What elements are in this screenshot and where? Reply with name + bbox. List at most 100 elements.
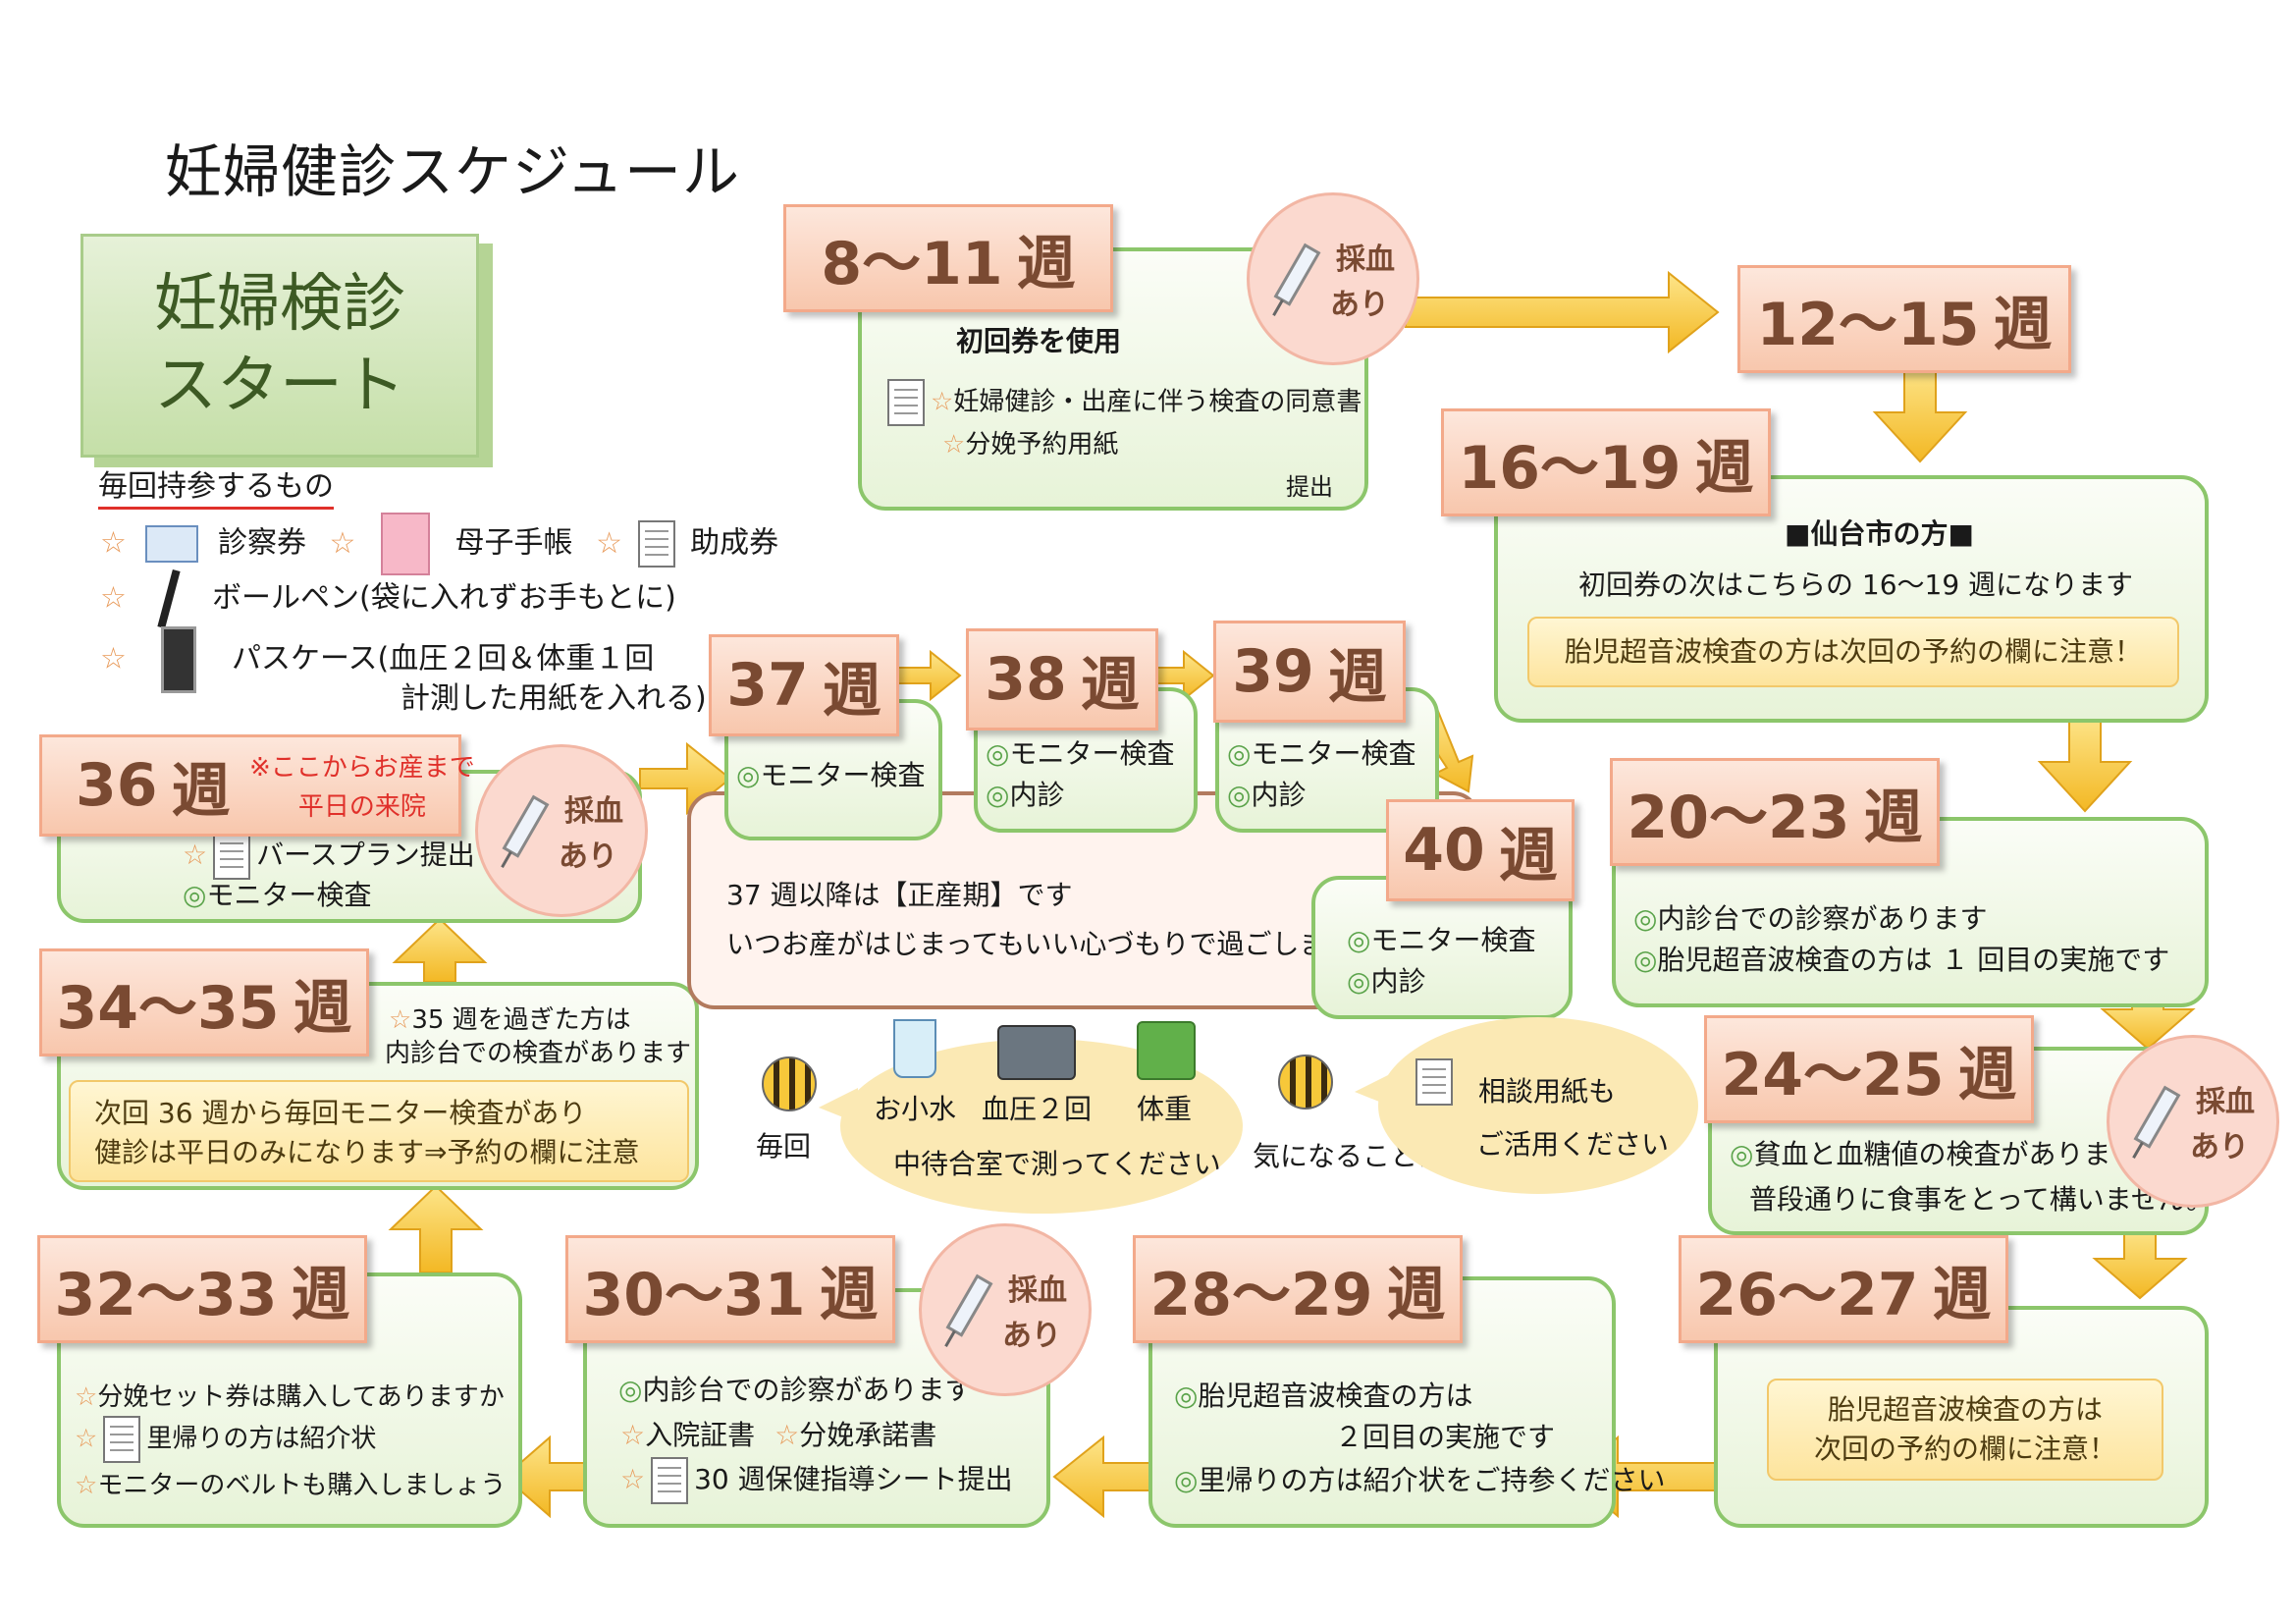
w26-note: 胎児超音波検査の方は次回の予約の欄に注意！	[1767, 1379, 2163, 1481]
star-icon: ☆	[329, 525, 356, 561]
w36-red-note: ※ここからお産まで平日の来院	[249, 753, 475, 822]
arrow-right-icon	[894, 649, 962, 702]
document-icon	[213, 833, 251, 880]
syringe-icon	[944, 1273, 993, 1347]
bring-item4: ボールペン(袋に入れずお手もとに)	[212, 580, 676, 616]
page-title: 妊婦健診スケジュール	[165, 138, 740, 205]
card-icon	[145, 525, 199, 563]
syringe-icon	[501, 794, 550, 868]
every-place: 中待合室で測ってください	[893, 1148, 1221, 1180]
bring-row2: ☆ ボールペン(袋に入れずお手もとに)	[100, 568, 676, 629]
star-icon: ☆	[100, 580, 127, 616]
w8-submit: 提出	[1286, 473, 1333, 501]
w32-item2: ☆里帰りの方は紹介状	[75, 1416, 376, 1463]
syringe-icon	[1272, 243, 1321, 316]
w32-item1: ☆分娩セット券は購入してありますか	[75, 1382, 505, 1412]
pass-case-icon	[161, 626, 197, 693]
handbook-icon	[381, 513, 430, 575]
arrow-up-icon	[392, 917, 488, 983]
document-icon	[1415, 1058, 1453, 1106]
w20-item2: ◎胎児超音波検査の方は １ 回目の実施です	[1633, 944, 2170, 976]
voucher-icon	[637, 520, 675, 568]
w38-item2: ◎内診	[986, 779, 1065, 811]
bee-icon	[762, 1056, 817, 1111]
bring-item5a: パスケース(血圧２回＆体重１回	[232, 641, 655, 677]
w39-item1: ◎モニター検査	[1227, 737, 1416, 770]
bp-monitor-icon	[997, 1025, 1076, 1080]
consult-cloud	[1378, 1017, 1698, 1194]
w34-text2: 内診台での検査があります	[385, 1039, 692, 1068]
w16-note: 胎児超音波検査の方は次回の予約の欄に注意！	[1527, 617, 2179, 687]
consult-line2: ご活用ください	[1476, 1128, 1670, 1161]
every-urine: お小水	[874, 1093, 957, 1125]
bring-heading: 毎回持参するもの	[98, 461, 334, 510]
arrow-left-icon	[1052, 1435, 1151, 1519]
star-icon: ☆	[596, 525, 622, 561]
arrow-left-icon	[503, 1435, 586, 1519]
w16-text: 初回券の次はこちらの 16～19 週になります	[1578, 568, 2134, 601]
w28-item1b: ２回目の実施です	[1335, 1421, 1556, 1453]
consult-doc	[1410, 1058, 1459, 1106]
blood-test-badge: 採血あり	[1247, 192, 1419, 365]
every-weight: 体重	[1137, 1093, 1193, 1125]
document-icon	[887, 379, 925, 426]
w16-heading: ■仙台市の方■	[1785, 517, 1974, 550]
w20-item1: ◎内診台での診察があります	[1633, 902, 1988, 935]
w30-item4: ☆30 週保健指導シート提出	[620, 1457, 1013, 1504]
w36-item2: ◎モニター検査	[183, 879, 372, 911]
w39-item2: ◎内診	[1227, 779, 1307, 811]
bring-row1: ☆ 診察券 ☆ 母子手帳 ☆ 助成券	[100, 513, 778, 575]
bring-row3: ☆ パスケース(血圧２回＆体重１回	[100, 626, 654, 693]
w36-item1: ☆バースプラン提出	[183, 833, 475, 880]
w37-item1: ◎モニター検査	[736, 759, 926, 791]
star-icon: ☆	[100, 525, 127, 561]
w30-items: ☆入院証書☆分娩承諾書	[620, 1419, 937, 1451]
blood-test-badge: 採血あり	[919, 1223, 1092, 1396]
w34-note: 次回 36 週から毎回モニター検査があり健診は平日のみになります⇒予約の欄に注意	[69, 1080, 689, 1182]
every-bp: 血圧２回	[982, 1093, 1093, 1125]
scale-icon	[1137, 1021, 1196, 1080]
w24-item1: ◎貧血と血糖値の検査があります。	[1730, 1138, 2163, 1170]
bring-item2: 母子手帳	[454, 525, 573, 561]
arrow-right-icon	[1405, 270, 1720, 354]
w24-item2: 普段通りに食事をとって構いません。	[1749, 1183, 2214, 1216]
w28-item1: ◎胎児超音波検査の方は	[1174, 1380, 1473, 1412]
term-line2: いつお産がはじまってもいい心づもりで過ごしましょう	[726, 928, 1410, 960]
w40-item1: ◎モニター検査	[1347, 924, 1536, 956]
document-icon	[103, 1416, 141, 1463]
card-16-19: ■仙台市の方■ 初回券の次はこちらの 16～19 週になります 胎児超音波検査の…	[1494, 475, 2209, 723]
blood-test-badge: 採血あり	[475, 744, 648, 917]
cloud-tail	[819, 1088, 858, 1123]
every-label: 毎回	[756, 1130, 812, 1163]
syringe-icon	[2132, 1085, 2181, 1159]
start-box: 妊婦検診 スタート	[80, 234, 479, 458]
w30-item1: ◎内診台での診察があります	[618, 1374, 973, 1406]
w8-heading: 初回券を使用	[956, 325, 1122, 357]
w38-item1: ◎モニター検査	[986, 737, 1175, 770]
arrow-down-icon	[2092, 1226, 2188, 1300]
blood-test-badge: 採血あり	[2107, 1035, 2279, 1208]
arrow-up-icon	[388, 1184, 484, 1273]
pen-icon	[157, 568, 182, 629]
cloud-tail	[1355, 1072, 1394, 1108]
bring-item5b: 計測した用紙を入れる)	[400, 681, 707, 716]
w32-item3: ☆モニターのベルトも購入しましょう	[75, 1471, 507, 1500]
consult-line1: 相談用紙も	[1478, 1075, 1617, 1108]
w28-item2: ◎里帰りの方は紹介状をご持参ください	[1174, 1464, 1666, 1496]
arrow-down-icon	[1872, 364, 1968, 463]
start-line1: 妊婦検診	[154, 267, 405, 341]
